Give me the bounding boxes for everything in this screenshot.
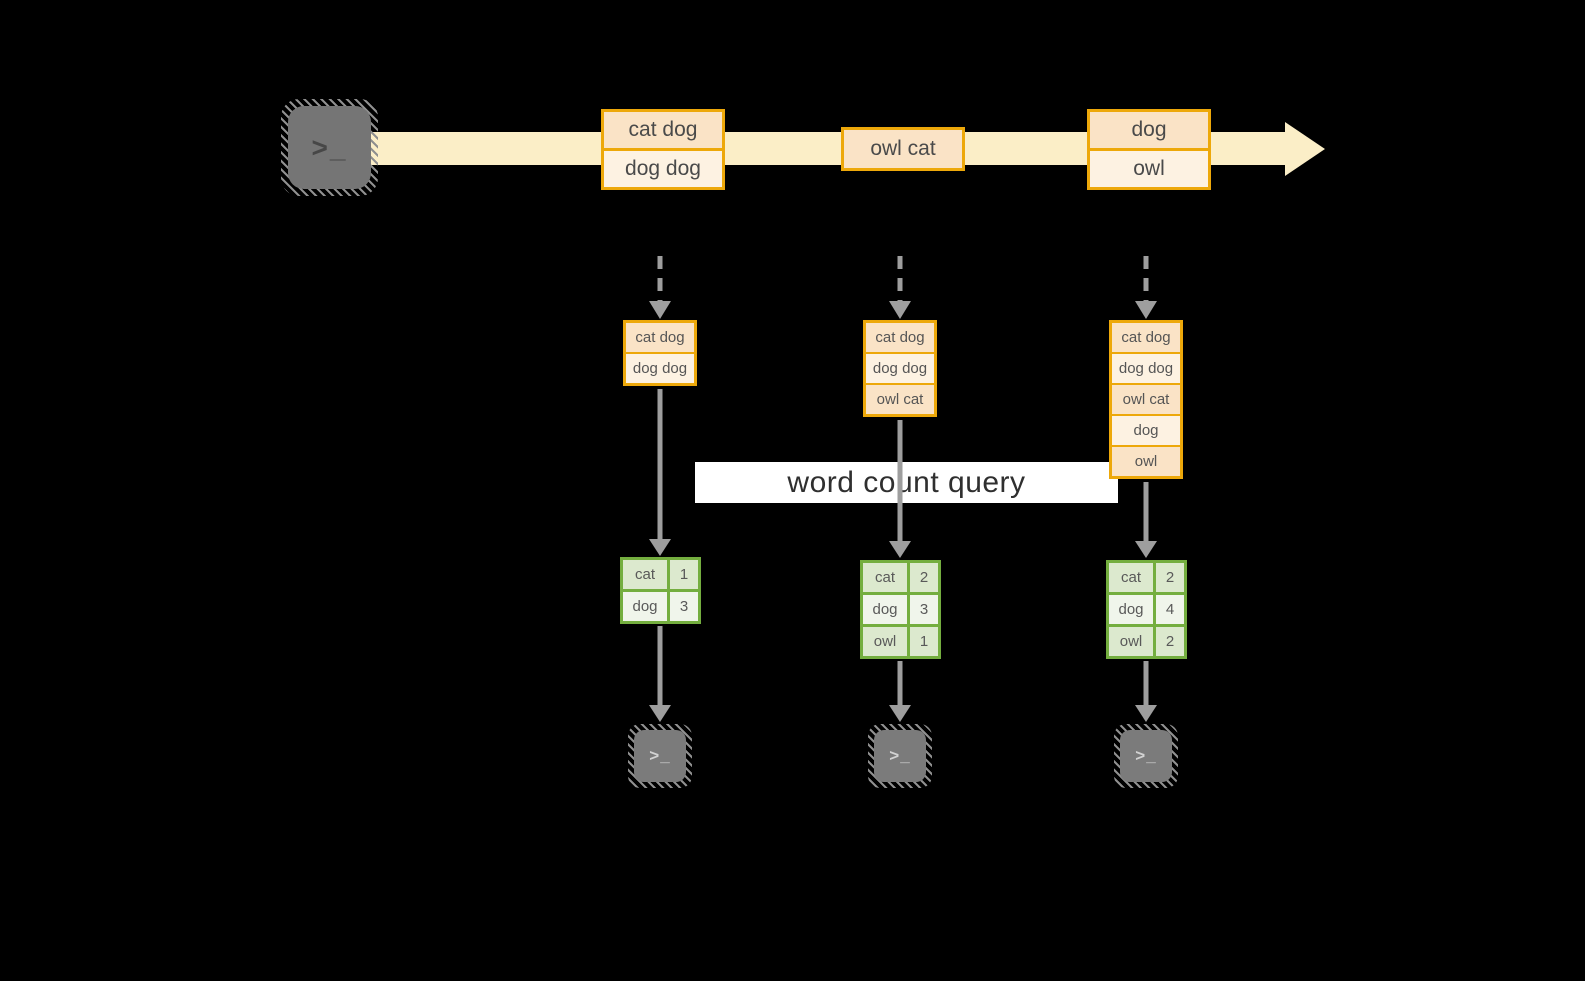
record-cell: dog dog (604, 148, 722, 187)
result-word: owl (1109, 627, 1153, 656)
record-cell: owl cat (844, 130, 962, 168)
result-table: cat 2 dog 4 owl 2 (1106, 560, 1187, 659)
stream-arrowhead (1285, 122, 1325, 176)
batch-to-result-arrow (649, 389, 671, 556)
source-terminal: >_ (281, 99, 378, 196)
terminal-icon: >_ (288, 106, 371, 189)
result-word: dog (1109, 595, 1153, 624)
result-count: 1 (670, 560, 698, 589)
terminal-icon: >_ (874, 730, 926, 782)
result-word: dog (863, 595, 907, 624)
batch-cell: owl (1112, 445, 1180, 476)
result-word: dog (623, 592, 667, 621)
result-count: 2 (1156, 627, 1184, 656)
result-count: 2 (1156, 563, 1184, 592)
batch-cell: dog dog (626, 352, 694, 383)
sink-terminal: >_ (1114, 724, 1178, 788)
dashed-down-arrow (649, 256, 671, 319)
input-batch: cat dog dog dog (623, 320, 697, 386)
sink-terminal: >_ (628, 724, 692, 788)
batch-to-result-arrow (1135, 482, 1157, 558)
record-cell: cat dog (604, 112, 722, 148)
result-to-sink-arrow (889, 661, 911, 722)
stream-record: owl cat (841, 127, 965, 171)
batch-cell: owl cat (1112, 383, 1180, 414)
word-count-query-label: word count query (695, 462, 1118, 503)
terminal-prompt-glyph: >_ (889, 746, 911, 765)
terminal-prompt-glyph: >_ (1135, 746, 1157, 765)
input-batch: cat dog dog dog owl cat (863, 320, 937, 417)
terminal-prompt-glyph: >_ (311, 131, 348, 163)
input-batch: cat dog dog dog owl cat dog owl (1109, 320, 1183, 479)
result-count: 1 (910, 627, 938, 656)
batch-cell: dog (1112, 414, 1180, 445)
batch-cell: dog dog (866, 352, 934, 383)
record-cell: dog (1090, 112, 1208, 148)
result-table: cat 1 dog 3 (620, 557, 701, 624)
terminal-icon: >_ (634, 730, 686, 782)
result-table: cat 2 dog 3 owl 1 (860, 560, 941, 659)
result-count: 3 (670, 592, 698, 621)
batch-cell: cat dog (626, 323, 694, 352)
dashed-down-arrow (1135, 256, 1157, 319)
result-word: cat (1109, 563, 1153, 592)
result-word: cat (623, 560, 667, 589)
batch-to-result-arrow (889, 420, 911, 558)
result-count: 3 (910, 595, 938, 624)
record-cell: owl (1090, 148, 1208, 187)
dashed-down-arrow (889, 256, 911, 319)
batch-cell: owl cat (866, 383, 934, 414)
batch-cell: dog dog (1112, 352, 1180, 383)
result-to-sink-arrow (1135, 661, 1157, 722)
result-count: 2 (910, 563, 938, 592)
result-to-sink-arrow (649, 626, 671, 722)
stream-record: cat dog dog dog (601, 109, 725, 190)
batch-cell: cat dog (1112, 323, 1180, 352)
terminal-prompt-glyph: >_ (649, 746, 671, 765)
sink-terminal: >_ (868, 724, 932, 788)
batch-cell: cat dog (866, 323, 934, 352)
terminal-icon: >_ (1120, 730, 1172, 782)
result-word: owl (863, 627, 907, 656)
stream-record: dog owl (1087, 109, 1211, 190)
result-count: 4 (1156, 595, 1184, 624)
result-word: cat (863, 563, 907, 592)
